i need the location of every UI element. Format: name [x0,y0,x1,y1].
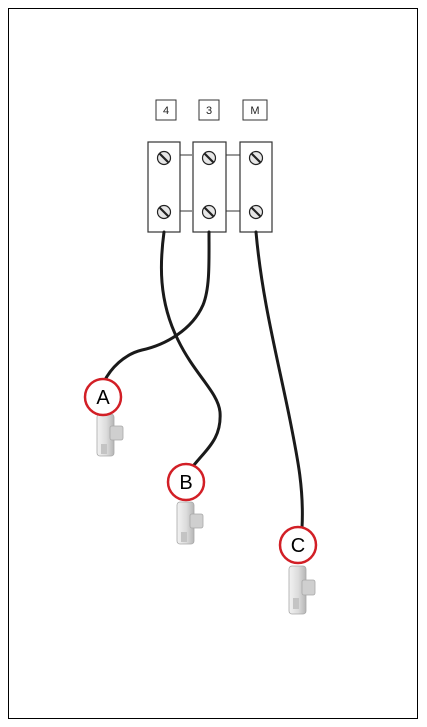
wire-b [159,230,222,472]
screw-icon [201,150,217,166]
svg-text:C: C [291,535,305,557]
connector-plug-a [96,413,124,457]
terminal-label-m: M [242,99,268,121]
screw-icon [156,204,172,220]
callout-b: B [166,462,206,502]
screw-icon [248,204,264,220]
svg-text:A: A [96,387,110,409]
wire-c [254,230,304,530]
terminal-label-3: 3 [198,99,220,121]
connector-plug-b [176,501,204,545]
callout-a: A [83,377,123,417]
screw-icon [201,204,217,220]
screw-icon [156,150,172,166]
svg-text:B: B [179,472,192,494]
callout-c: C [278,525,318,565]
diagram-frame [8,8,418,719]
svg-text:4: 4 [163,105,169,117]
wire-a [101,230,211,386]
screw-icon [248,150,264,166]
svg-text:3: 3 [206,105,212,117]
connector-plug-c [288,565,316,615]
svg-text:M: M [250,105,259,117]
terminal-label-4: 4 [155,99,177,121]
